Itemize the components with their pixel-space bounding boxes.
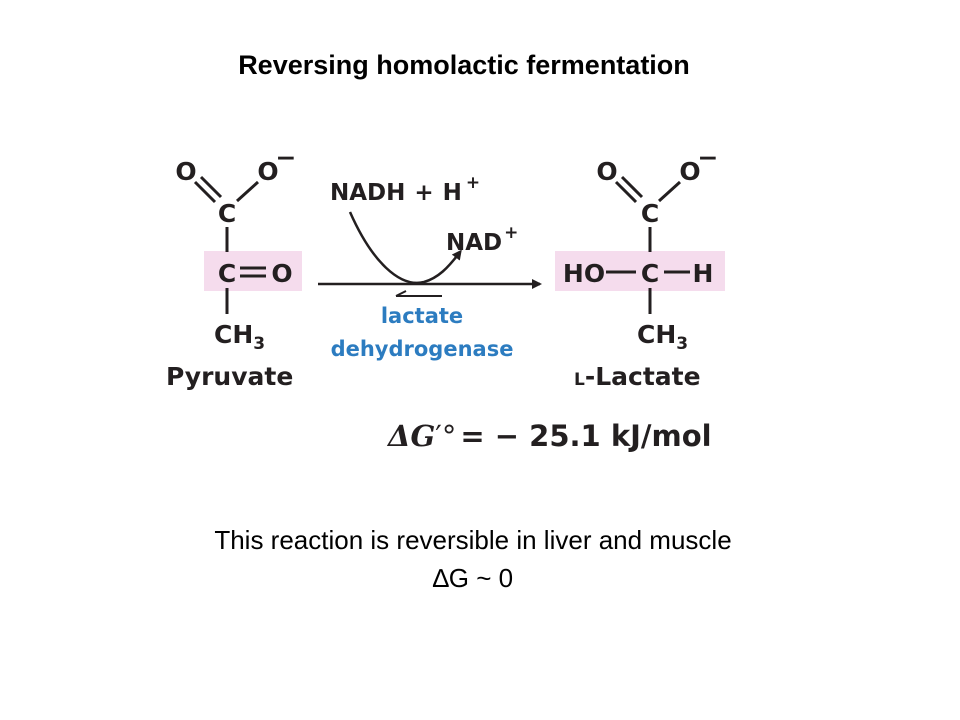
pyruvate-structure: O O − C C O CH3 Pyruvate xyxy=(166,143,302,391)
lactate-o-right: O xyxy=(679,157,700,186)
pyruvate-single-bond-o xyxy=(235,180,260,203)
pyruvate-charge: − xyxy=(276,143,297,172)
lactate-highlight xyxy=(555,251,725,291)
pyruvate-double-bond-a xyxy=(193,180,217,204)
lactate-carbon-mid: C xyxy=(641,259,659,288)
pyruvate-double-bond-b xyxy=(199,175,223,199)
reversibility-note: This reaction is reversible in liver and… xyxy=(214,525,732,555)
enzyme-label-line1: lactate xyxy=(381,304,463,328)
pyruvate-o-right: O xyxy=(257,157,278,186)
pyruvate-carbon-top: C xyxy=(218,199,236,228)
lactate-methyl: CH3 xyxy=(637,320,688,354)
pyruvate-carbon-mid: C xyxy=(218,259,236,288)
slide-title: Reversing homolactic fermentation xyxy=(238,50,690,80)
lactate-o-left: O xyxy=(596,157,617,186)
enzyme-label-line2: dehydrogenase xyxy=(331,337,514,361)
standard-free-energy: ΔG′°= − 25.1 kJ/mol xyxy=(386,419,712,453)
cofactor-nadh-line: NADH+H+ xyxy=(330,173,480,206)
lactate-carbon-top: C xyxy=(641,199,659,228)
lactate-single-bond-o xyxy=(657,180,682,203)
pyruvate-o-left: O xyxy=(175,157,196,186)
lactate-hydroxyl: HO xyxy=(563,259,605,288)
cofactor-nad: NAD+ xyxy=(446,223,518,256)
lactate-name: L-Lactate xyxy=(574,362,701,391)
lactate-structure: O O − C HO C H CH3 L-Lactate xyxy=(555,143,725,391)
lactate-charge: − xyxy=(698,143,719,172)
lactate-double-bond-b xyxy=(620,175,644,199)
lactate-double-bond-a xyxy=(614,180,638,204)
pyruvate-highlight xyxy=(204,251,302,291)
reverse-arrow-barb xyxy=(395,290,407,297)
delta-g-note: ∆G ~ 0 xyxy=(432,563,514,593)
lactate-hydrogen: H xyxy=(693,259,714,288)
cofactor-curve-arrow xyxy=(348,211,462,285)
reaction-arrows: NADH+H+ NAD+ lactate dehydrogenase xyxy=(318,173,542,361)
pyruvate-oxygen-mid: O xyxy=(271,259,292,288)
pyruvate-methyl: CH3 xyxy=(214,320,265,354)
pyruvate-name: Pyruvate xyxy=(166,362,293,391)
